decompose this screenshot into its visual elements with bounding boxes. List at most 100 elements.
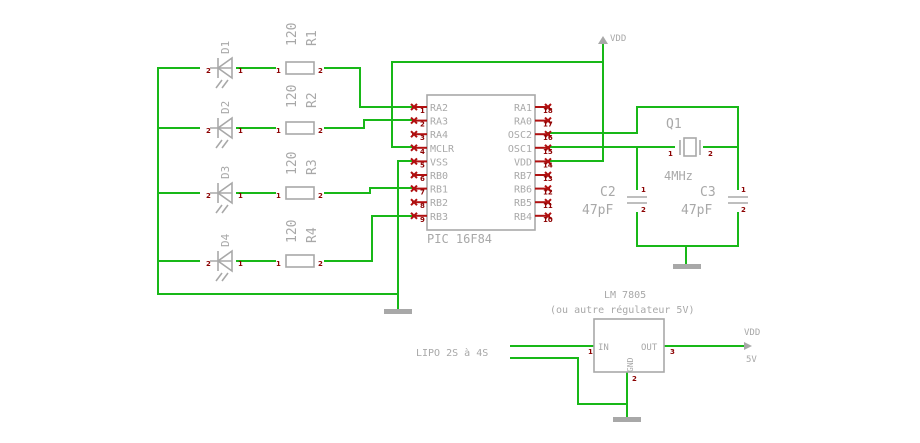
svg-text:2: 2 [206, 67, 211, 75]
pin-label: RA2 [430, 103, 448, 114]
pin-number: 16 [543, 134, 553, 142]
svg-text:2: 2 [206, 260, 211, 268]
pin-number: 15 [543, 148, 553, 156]
wire-r2-ra3 [324, 119, 412, 129]
wire-vdd-rail [391, 44, 604, 148]
regulator-subtitle: (ou autre régulateur 5V) [550, 304, 695, 316]
pin-number: 18 [543, 107, 553, 115]
resistor-value: 120 [285, 152, 300, 175]
resistor-value: 120 [285, 220, 300, 243]
led-cathode-bus [157, 67, 398, 295]
regulator-pin-out: OUT [641, 343, 658, 353]
pic-pin-rb3: RB3 9 [410, 212, 448, 224]
pin-label: OSC1 [508, 144, 532, 155]
svg-text:2: 2 [318, 260, 323, 268]
svg-text:1: 1 [238, 127, 243, 135]
svg-text:2: 2 [318, 67, 323, 75]
svg-text:1: 1 [588, 348, 593, 356]
svg-text:3: 3 [670, 348, 675, 356]
crystal-q1: Q1 4MHz 1 2 [664, 117, 713, 183]
svg-text:1: 1 [238, 67, 243, 75]
out-voltage-label: 5V [746, 355, 757, 365]
crystal-value: 4MHz [664, 169, 693, 183]
led-d1: D1 2 1 [206, 41, 243, 89]
pin-number: 10 [543, 216, 553, 224]
vdd-out-arrow-icon [744, 342, 752, 350]
pic-pin-rb1: RB1 7 [410, 185, 448, 197]
pin-number: 17 [543, 121, 553, 129]
pin-label: VSS [430, 157, 448, 168]
resistor-r1: 120 R1 1 2 [276, 23, 323, 75]
pin-number: 9 [420, 216, 425, 224]
regulator-name: LM 7805 [604, 290, 646, 301]
pin-label: VDD [514, 157, 532, 168]
pin-label: RA0 [514, 117, 532, 128]
led-d3: D3 2 1 [206, 166, 243, 214]
resistor-name: R4 [305, 227, 320, 243]
pic-16f84: PIC 16F84 RA21RA32RA43MCLR4VSS5RB06RB17R… [410, 94, 553, 246]
regulator-body [593, 318, 665, 373]
pin-label: RB7 [514, 171, 532, 182]
resistor-r4: 120 R4 1 2 [276, 220, 323, 268]
pin-label: RB1 [430, 185, 448, 196]
svg-text:1: 1 [276, 127, 281, 135]
wire-vdd-pin [546, 62, 604, 162]
wire-osc1 [546, 146, 638, 190]
pin-label: RA3 [430, 117, 448, 128]
pic-pin-ra0: RA0 17 [514, 117, 553, 129]
wire-r1-ra2 [324, 67, 412, 108]
regulator-pin-in: IN [598, 343, 609, 353]
capacitor-value: 47pF [582, 203, 613, 218]
pin-number: 7 [420, 189, 425, 197]
pic-body [426, 94, 536, 231]
pin-label: RB5 [514, 198, 532, 209]
svg-text:2: 2 [206, 192, 211, 200]
pin-label: RB3 [430, 212, 448, 223]
svg-text:1: 1 [276, 67, 281, 75]
pin-number: 3 [420, 134, 425, 142]
ground-symbol-osc [673, 264, 701, 269]
pin-number: 6 [420, 175, 425, 183]
vdd-out-label: VDD [744, 328, 760, 338]
resistor-name: R2 [305, 92, 320, 108]
pin-number: 13 [543, 175, 553, 183]
wire-osc2 [546, 106, 739, 190]
led-name: D3 [219, 166, 232, 179]
svg-text:1: 1 [641, 186, 646, 194]
svg-text:2: 2 [318, 192, 323, 200]
pic-pin-osc2: OSC2 16 [508, 130, 553, 142]
pin-label: RB6 [514, 185, 532, 196]
pin-label: RB4 [514, 212, 532, 223]
resistor-r3: 120 R3 1 2 [276, 152, 323, 200]
vdd-top-label: VDD [610, 34, 626, 44]
pin-label: OSC2 [508, 130, 532, 141]
wire-batt-minus [510, 357, 627, 405]
pic-pin-osc1: OSC1 15 [508, 144, 553, 156]
crystal-name: Q1 [666, 117, 682, 132]
svg-text:2: 2 [632, 375, 637, 383]
led-name: D1 [219, 41, 232, 54]
svg-text:1: 1 [668, 150, 673, 158]
resistor-value: 120 [285, 85, 300, 108]
svg-text:1: 1 [238, 192, 243, 200]
regulator-lm7805: LM 7805 (ou autre régulateur 5V) IN OUT … [550, 290, 695, 383]
pin-number: 1 [420, 107, 425, 115]
pin-label: MCLR [430, 144, 455, 155]
wire-caps-gnd [636, 212, 739, 247]
led-d4: D4 2 1 [206, 233, 243, 282]
resistor-name: R3 [305, 159, 320, 175]
pin-label: RB2 [430, 198, 448, 209]
ground-symbol-pic [384, 309, 412, 314]
wire-r4-rb3 [324, 215, 412, 262]
